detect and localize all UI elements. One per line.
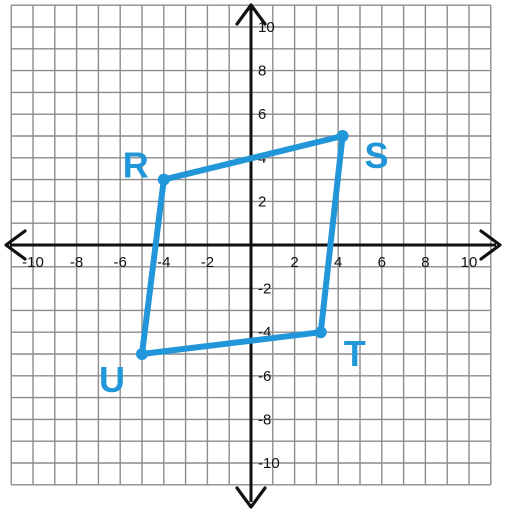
vertex-point-s <box>336 130 349 142</box>
x-axis-left-arrow-icon <box>4 229 27 261</box>
x-tick-label: -10 <box>22 254 44 271</box>
vertex-label-r: R <box>123 145 149 186</box>
x-tick-label: 8 <box>421 254 429 271</box>
y-tick-label: -8 <box>258 411 271 428</box>
vertex-point-r <box>157 173 170 186</box>
vertex-label-t: T <box>344 333 366 374</box>
vertex-label-s: S <box>365 135 389 176</box>
y-tick-label: -2 <box>258 281 271 298</box>
y-tick-label: -6 <box>258 368 271 385</box>
x-tick-label: -4 <box>157 254 170 271</box>
x-tick-label: 4 <box>334 254 342 271</box>
x-axis-right-arrow-icon <box>479 229 502 261</box>
vertex-point-t <box>314 326 327 339</box>
axes <box>4 3 502 509</box>
y-axis-down-arrow-icon <box>235 486 267 509</box>
y-tick-label: 2 <box>258 193 266 210</box>
quadrilateral-rstu: R S T U <box>99 130 389 400</box>
x-tick-label: -6 <box>114 254 127 271</box>
y-tick-label: 6 <box>258 106 266 123</box>
y-tick-label: 10 <box>258 19 275 36</box>
y-axis-up-arrow-icon <box>235 3 267 26</box>
x-tick-label: -8 <box>70 254 83 271</box>
y-tick-label: 8 <box>258 63 266 80</box>
x-tick-label: 10 <box>461 254 478 271</box>
vertex-label-u: U <box>99 359 125 400</box>
x-tick-label: 6 <box>378 254 386 271</box>
vertex-point-u <box>136 348 148 360</box>
x-tick-label: 2 <box>290 254 298 271</box>
y-tick-label: -10 <box>258 455 280 472</box>
x-tick-label: -2 <box>201 254 214 271</box>
